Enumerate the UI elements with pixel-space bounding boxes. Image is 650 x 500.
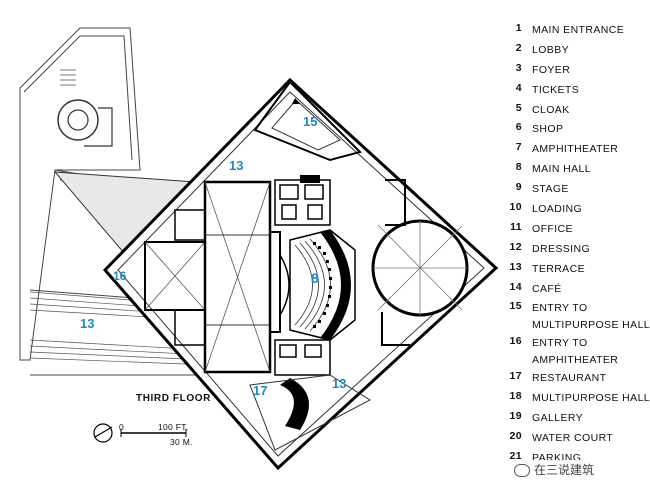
- legend-label: MULTIPURPOSE HALL: [532, 392, 650, 405]
- label-main-hall: 8: [311, 270, 319, 286]
- legend-number: 18: [509, 390, 522, 403]
- legend-label: TICKETS: [532, 83, 580, 96]
- legend-item: 4 TICKETS: [508, 82, 648, 102]
- stairs-northwest: [60, 69, 76, 86]
- legend-number: 11: [510, 220, 522, 233]
- legend-number: 6: [515, 121, 522, 134]
- legend-label: TERRACE: [532, 262, 585, 275]
- legend-label: DRESSING: [532, 242, 591, 255]
- legend-label: CLOAK: [532, 103, 570, 116]
- legend-number: 14: [509, 280, 522, 293]
- legend-item: 1 MAIN ENTRANCE: [508, 22, 648, 42]
- legend-item: 8 MAIN HALL: [508, 161, 648, 181]
- legend-item: 6 SHOP: [508, 121, 648, 141]
- legend-item: 14 CAFÉ: [508, 281, 648, 301]
- building-outline: [102, 77, 499, 471]
- watermark-text: 在三说建筑: [534, 463, 595, 477]
- legend-number: 10: [509, 201, 522, 214]
- legend-item: 18 MULTIPURPOSE HALL: [508, 390, 650, 410]
- legend-item: 20 WATER COURT: [508, 430, 648, 450]
- legend-label: ENTRY TO AMPHITHEATER: [532, 337, 619, 367]
- legend-number: 8: [515, 161, 522, 174]
- legend-number: 1: [515, 22, 522, 34]
- legend-label: CAFÉ: [532, 282, 562, 295]
- legend-item: 3 FOYER: [508, 62, 648, 82]
- scale-zero: 0: [119, 422, 125, 432]
- legend-item: 17 RESTAURANT: [508, 370, 648, 390]
- legend-number: 5: [515, 101, 522, 114]
- legend-label: MAIN HALL: [532, 163, 592, 176]
- legend-label: RESTAURANT: [532, 372, 607, 385]
- label-restaurant: 17: [253, 383, 267, 398]
- legend-item: 19 GALLERY: [508, 410, 648, 430]
- legend-number: 12: [509, 240, 522, 253]
- legend-item: 9 STAGE: [508, 181, 648, 201]
- legend-label: GALLERY: [532, 412, 584, 425]
- legend-number: 9: [515, 181, 522, 194]
- round-court: [57, 99, 99, 141]
- legend-item: 11 OFFICE: [508, 221, 648, 241]
- legend-label: ENTRY TO MULTIPURPOSE HALL: [532, 302, 650, 332]
- legend-label: LOBBY: [532, 43, 570, 56]
- legend-number: 2: [515, 41, 522, 54]
- legend-number: 21: [509, 450, 522, 463]
- legend-item: 7 AMPHITHEATER: [508, 141, 648, 161]
- legend-label: WATER COURT: [532, 432, 614, 445]
- legend-item: 10 LOADING: [508, 201, 648, 221]
- legend-item: 13 TERRACE: [508, 261, 648, 281]
- label-entry-multipurpose: 15: [303, 114, 317, 129]
- floor-plan: 13 15 16 8 13 17 13: [19, 27, 499, 471]
- scale-meters: 30 M.: [170, 437, 193, 447]
- legend-label: OFFICE: [532, 222, 573, 235]
- scale-feet: 100 FT.: [158, 422, 189, 432]
- legend-item: 15 ENTRY TO MULTIPURPOSE HALL: [508, 300, 650, 335]
- legend-item: 5 CLOAK: [508, 102, 648, 122]
- legend-number: 4: [515, 81, 522, 94]
- legend-number: 3: [515, 61, 522, 74]
- label-terrace-west: 13: [80, 316, 94, 331]
- label-terrace-south: 13: [332, 376, 346, 391]
- north-arrow-icon: [93, 423, 113, 443]
- legend-number: 16: [509, 335, 522, 348]
- legend-label: AMPHITHEATER: [532, 143, 619, 156]
- main-hall-seating: [294, 238, 331, 332]
- service-blocks: [174, 179, 331, 376]
- legend-number: 15: [509, 300, 522, 313]
- legend-item: 16 ENTRY TO AMPHITHEATER: [508, 335, 648, 370]
- legend-label: LOADING: [532, 203, 583, 216]
- label-entry-amphitheater: 16: [113, 269, 127, 283]
- restaurant-curve: [280, 378, 309, 430]
- chat-icon: [514, 464, 530, 478]
- legend-number: 19: [509, 410, 522, 423]
- legend-number: 17: [509, 370, 522, 383]
- legend-item: 2 LOBBY: [508, 42, 648, 62]
- legend-label: FOYER: [532, 63, 571, 76]
- watermark: 在三说建筑: [510, 460, 599, 479]
- label-terrace-north: 13: [229, 158, 243, 173]
- legend-label: SHOP: [532, 123, 564, 136]
- legend-number: 7: [515, 141, 522, 154]
- legend-label: STAGE: [532, 183, 569, 196]
- scale-bar: [120, 429, 187, 437]
- floor-caption: THIRD FLOOR: [136, 393, 211, 404]
- legend-number: 20: [509, 430, 522, 443]
- legend-label: MAIN ENTRANCE: [532, 24, 625, 36]
- north-wedge: [253, 80, 362, 162]
- legend: 1 MAIN ENTRANCE 2 LOBBY 3 FOYER 4 TICKETS 5 CLOAK…: [508, 22, 650, 470]
- legend-item: 12 DRESSING: [508, 241, 648, 261]
- legend-number: 13: [509, 260, 522, 273]
